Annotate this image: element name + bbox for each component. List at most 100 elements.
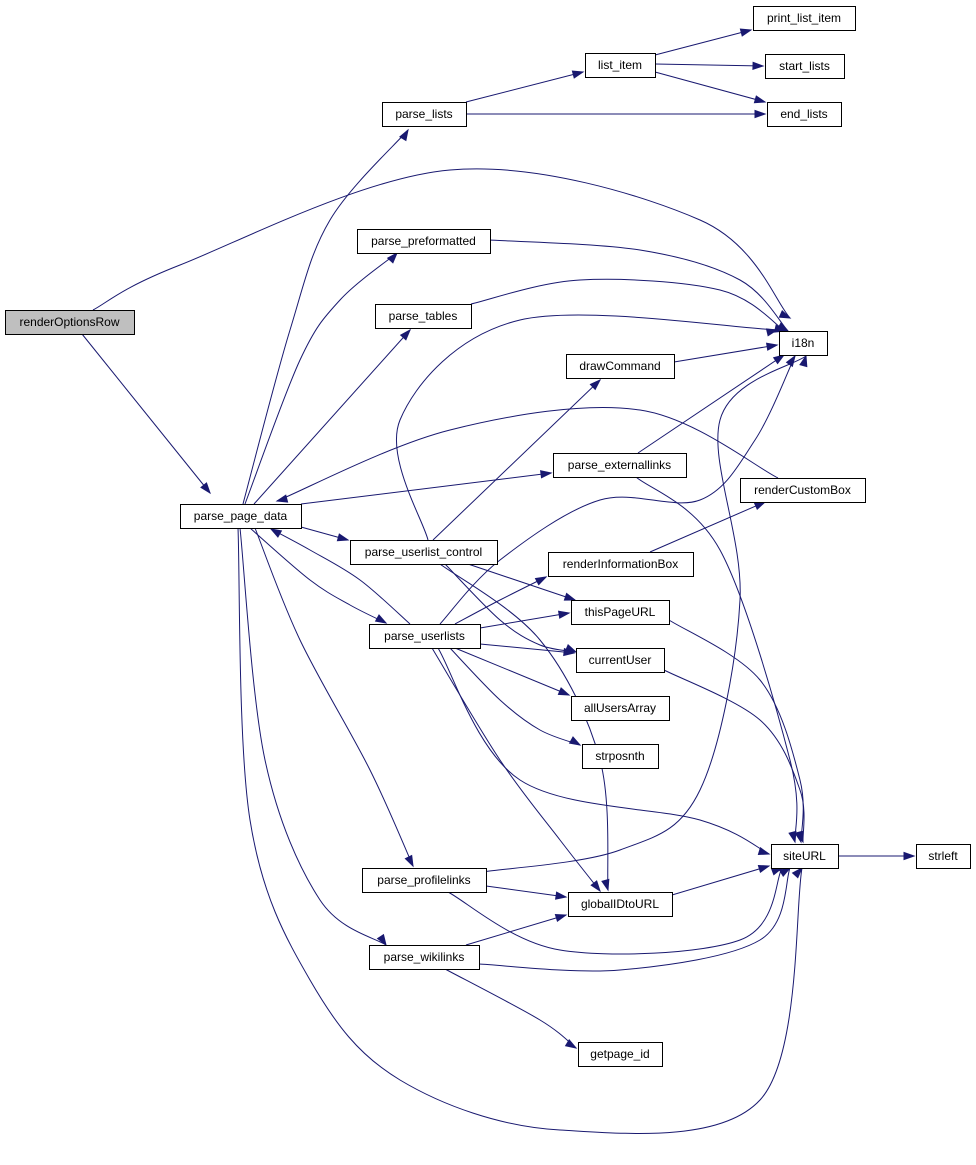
edge-arrowhead xyxy=(534,576,548,586)
node-parse_userlists[interactable]: parse_userlists xyxy=(369,624,481,649)
node-parse_lists[interactable]: parse_lists xyxy=(382,102,467,127)
edge-arrowhead xyxy=(563,647,576,657)
edge-parse_page_data-to-parse_lists xyxy=(242,128,409,505)
edge-line xyxy=(437,647,770,855)
node-box[interactable] xyxy=(753,6,856,31)
edge-arrowhead xyxy=(554,913,568,923)
node-box[interactable] xyxy=(765,54,845,79)
edge-arrowhead xyxy=(903,851,916,861)
edge-renderOptionsRow-to-parse_page_data xyxy=(81,333,211,495)
edge-parse_page_data-to-siteURL xyxy=(237,527,804,1134)
node-box[interactable] xyxy=(740,478,866,503)
edge-arrowhead xyxy=(590,880,601,893)
node-parse_tables[interactable]: parse_tables xyxy=(375,304,472,329)
edge-line xyxy=(447,867,783,955)
node-box[interactable] xyxy=(568,892,673,917)
edge-arrowhead xyxy=(795,830,804,844)
node-box[interactable] xyxy=(566,354,675,379)
edge-parse_lists-to-end_lists xyxy=(466,109,767,119)
node-allUsersArray[interactable]: allUsersArray xyxy=(571,696,670,721)
edge-arrowhead xyxy=(754,109,767,119)
edge-line xyxy=(449,647,581,746)
node-list_item[interactable]: list_item xyxy=(585,53,656,78)
node-label: parse_profilelinks xyxy=(377,873,470,887)
edge-arrowhead xyxy=(269,528,283,538)
edge-line xyxy=(467,563,576,601)
node-box[interactable] xyxy=(578,1042,663,1067)
node-box[interactable] xyxy=(382,102,467,127)
edge-parse_tables-to-i18n xyxy=(470,278,787,333)
edge-renderOptionsRow-to-i18n xyxy=(92,168,792,319)
node-end_lists[interactable]: end_lists xyxy=(767,102,842,127)
node-box[interactable] xyxy=(576,648,665,673)
node-box[interactable] xyxy=(369,624,481,649)
node-renderOptionsRow[interactable]: renderOptionsRow xyxy=(5,310,135,335)
node-box[interactable] xyxy=(369,945,480,970)
node-label: renderCustomBox xyxy=(754,483,851,497)
node-drawCommand[interactable]: drawCommand xyxy=(566,354,675,379)
node-box[interactable] xyxy=(5,310,135,335)
edge-parse_externallinks-to-i18n xyxy=(637,354,786,454)
edge-line xyxy=(654,71,766,103)
edge-line xyxy=(242,129,409,505)
node-label: strposnth xyxy=(595,749,644,763)
node-box[interactable] xyxy=(548,552,694,577)
node-getpage_id[interactable]: getpage_id xyxy=(578,1042,663,1067)
node-box[interactable] xyxy=(357,229,491,254)
edge-arrowhead xyxy=(275,494,289,503)
node-label: siteURL xyxy=(783,849,826,863)
edge-line xyxy=(481,355,807,873)
node-parse_profilelinks[interactable]: parse_profilelinks xyxy=(362,868,487,893)
edge-arrowhead xyxy=(752,61,765,70)
node-label: print_list_item xyxy=(767,11,841,25)
edge-arrowhead xyxy=(564,1038,578,1049)
edge-parse_userlist_control-to-i18n xyxy=(395,314,779,541)
edge-parse_userlist_control-to-thisPageURL xyxy=(467,563,577,601)
node-box[interactable] xyxy=(916,844,971,869)
edge-parse_userlists-to-renderInformationBox xyxy=(454,576,548,625)
node-box[interactable] xyxy=(375,304,472,329)
edge-arrowhead xyxy=(557,610,571,619)
node-box[interactable] xyxy=(585,53,656,78)
node-parse_userlist_control[interactable]: parse_userlist_control xyxy=(350,540,498,565)
node-renderCustomBox[interactable]: renderCustomBox xyxy=(740,478,866,503)
edge-line xyxy=(431,647,601,892)
node-box[interactable] xyxy=(771,844,839,869)
node-siteURL[interactable]: siteURL xyxy=(771,844,839,869)
node-box[interactable] xyxy=(553,453,687,478)
edge-line xyxy=(92,168,791,319)
node-parse_preformatted[interactable]: parse_preformatted xyxy=(357,229,491,254)
edge-list_item-to-start_lists xyxy=(654,61,765,70)
node-parse_page_data[interactable]: parse_page_data xyxy=(180,504,302,529)
node-box[interactable] xyxy=(350,540,498,565)
node-strleft[interactable]: strleft xyxy=(916,844,971,869)
node-globalIDtoURL[interactable]: globalIDtoURL xyxy=(568,892,673,917)
node-parse_externallinks[interactable]: parse_externallinks xyxy=(553,453,687,478)
node-box[interactable] xyxy=(582,744,659,769)
node-strposnth[interactable]: strposnth xyxy=(582,744,659,769)
node-box[interactable] xyxy=(571,600,670,625)
node-box[interactable] xyxy=(571,696,670,721)
node-box[interactable] xyxy=(362,868,487,893)
node-label: renderInformationBox xyxy=(563,557,678,571)
node-box[interactable] xyxy=(779,331,828,356)
node-box[interactable] xyxy=(180,504,302,529)
node-i18n[interactable]: i18n xyxy=(779,331,828,356)
edge-parse_userlists-to-parse_page_data xyxy=(269,528,411,625)
node-parse_wikilinks[interactable]: parse_wikilinks xyxy=(369,945,480,970)
edge-line xyxy=(465,71,584,103)
node-label: strleft xyxy=(928,849,958,863)
node-print_list_item[interactable]: print_list_item xyxy=(753,6,856,31)
node-start_lists[interactable]: start_lists xyxy=(765,54,845,79)
node-thisPageURL[interactable]: thisPageURL xyxy=(571,600,670,625)
node-label: getpage_id xyxy=(590,1047,649,1061)
edge-arrowhead xyxy=(765,328,779,337)
node-box[interactable] xyxy=(767,102,842,127)
node-renderInformationBox[interactable]: renderInformationBox xyxy=(548,552,694,577)
edge-drawCommand-to-i18n xyxy=(673,342,779,363)
node-label: renderOptionsRow xyxy=(19,315,119,329)
edge-line xyxy=(485,885,567,898)
node-currentUser[interactable]: currentUser xyxy=(576,648,665,673)
edge-arrowhead xyxy=(200,482,211,495)
